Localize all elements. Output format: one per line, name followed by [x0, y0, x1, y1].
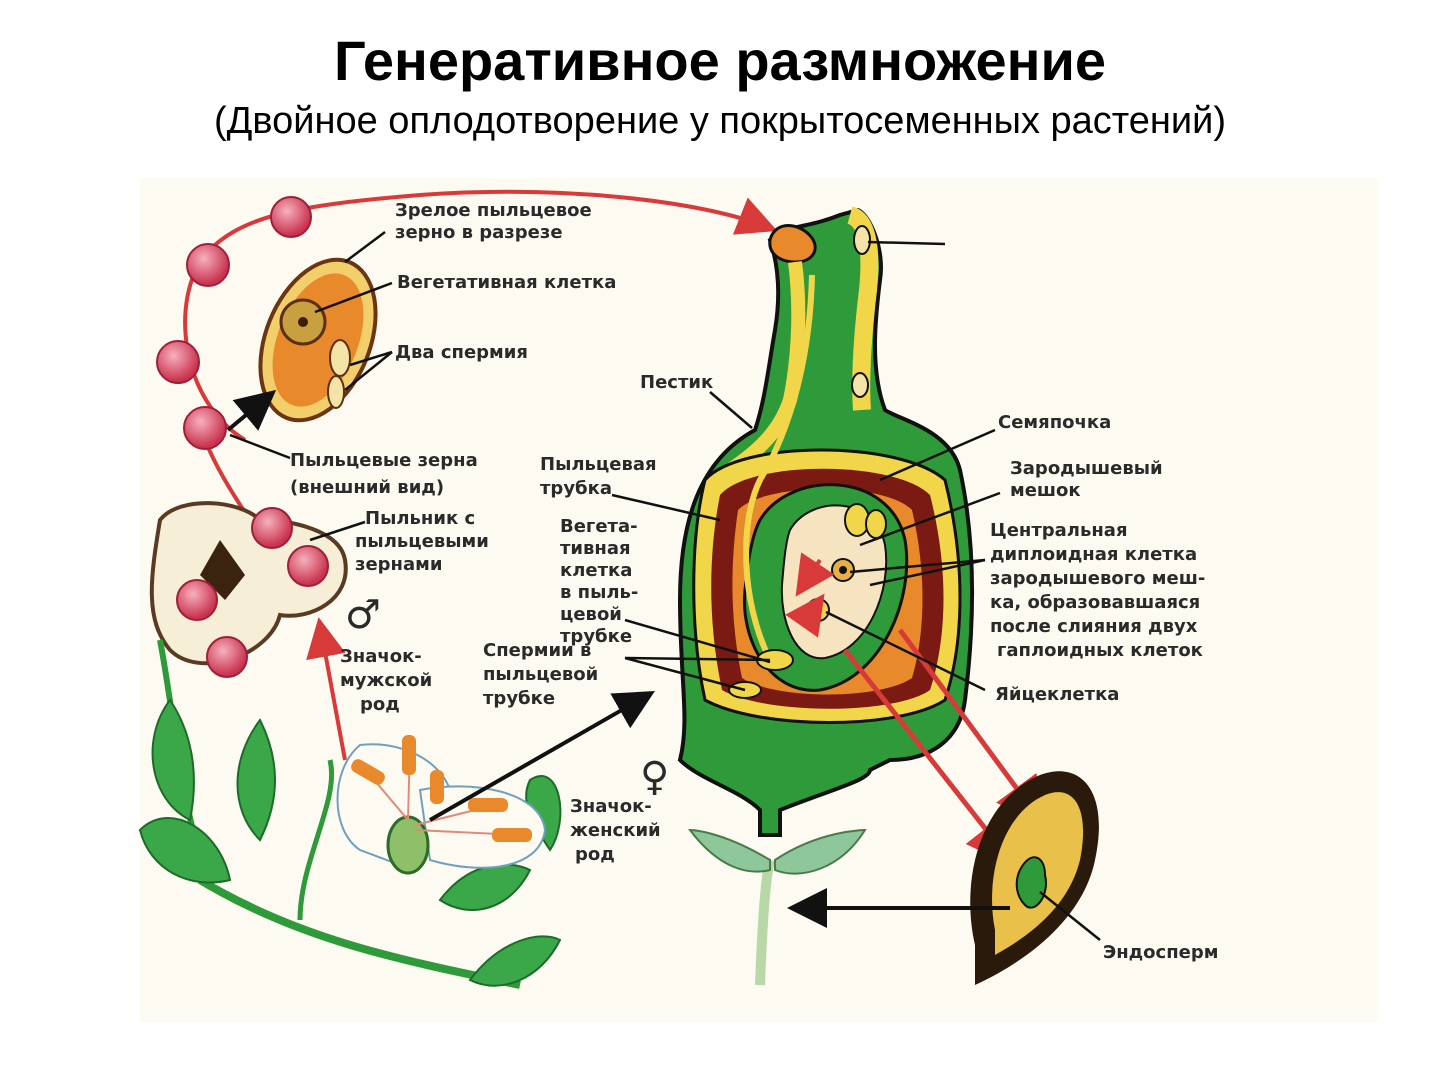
arrow-to-seed: [843, 648, 1017, 868]
label-embryo-sac-2: мешок: [1010, 480, 1081, 501]
female-symbol-icon: ♀: [640, 754, 669, 800]
page-subtitle: (Двойное оплодотворение у покрытосеменны…: [213, 100, 1227, 142]
label-veg-tube-4: в пыль-: [560, 582, 638, 603]
label-central-6: гаплоидных клеток: [997, 640, 1203, 661]
anther: [149, 501, 348, 678]
label-sperm-tube-2: пыльцевой: [483, 664, 598, 685]
label-sperm-tube-3: трубке: [483, 688, 555, 709]
label-pollen-grains-1: Пыльцевые зерна: [290, 450, 478, 471]
labels: Зрелое пыльцевое зерно в разрезе Вегетат…: [290, 200, 1218, 963]
male-symbol-icon: ♂: [345, 592, 381, 638]
label-endosperm: Эндосперм: [1103, 942, 1218, 963]
pollen-grains-external: [156, 196, 312, 450]
label-vegetative-cell: Вегетативная клетка: [397, 272, 616, 293]
label-embryo-sac-1: Зародышевый: [1010, 458, 1163, 479]
label-central-4: ка, образовавшаяся: [990, 592, 1200, 613]
seed: [970, 771, 1099, 985]
pollen-grain-section: [226, 257, 378, 432]
label-veg-tube-3: клетка: [560, 560, 632, 581]
label-pistil: Пестик: [640, 372, 713, 393]
label-veg-tube-1: Вегета-: [560, 516, 638, 537]
label-mature-pollen-2: зерно в разрезе: [395, 222, 563, 243]
label-female-1: Значок-: [570, 796, 652, 817]
label-sperm-tube-1: Спермии в: [483, 640, 591, 661]
page-title: Генеративное размножение: [333, 29, 1107, 92]
label-mature-pollen-1: Зрелое пыльцевое: [395, 200, 592, 221]
arrow-to-endosperm: [897, 628, 1046, 829]
leader-lines: [229, 231, 1101, 941]
pistil: [677, 206, 974, 837]
label-central-1: Центральная: [990, 520, 1128, 541]
label-anther-3: зернами: [355, 554, 442, 575]
label-female-2: женский: [570, 820, 661, 841]
label-central-2: диплоидная клетка: [990, 544, 1197, 565]
label-pollen-tube-2: трубка: [540, 478, 612, 499]
label-veg-tube-6: трубке: [560, 626, 632, 647]
label-ovule: Семяпочка: [998, 412, 1111, 433]
seedling: [687, 828, 867, 986]
label-central-5: после слияния двух: [990, 616, 1198, 637]
label-central-3: зародышевого меш-: [990, 568, 1205, 589]
label-male-3: род: [360, 694, 400, 715]
arrow-flower-to-anther: [306, 617, 347, 761]
label-male-1: Значок-: [340, 646, 422, 667]
arrow-flower-to-pistil: [429, 691, 655, 822]
label-anther-1: Пыльник с: [365, 508, 475, 529]
label-pollen-grains-2: (внешний вид): [290, 477, 444, 498]
label-veg-tube-2: тивная: [560, 538, 631, 559]
label-female-3: род: [575, 844, 615, 865]
label-pollen-tube-1: Пыльцевая: [540, 454, 657, 475]
label-anther-2: пыльцевыми: [355, 531, 489, 552]
label-two-sperm: Два спермия: [395, 342, 528, 363]
label-veg-tube-5: цевой: [560, 604, 622, 625]
label-egg-cell: Яйцеклетка: [995, 684, 1119, 705]
label-male-2: мужской: [340, 670, 432, 691]
